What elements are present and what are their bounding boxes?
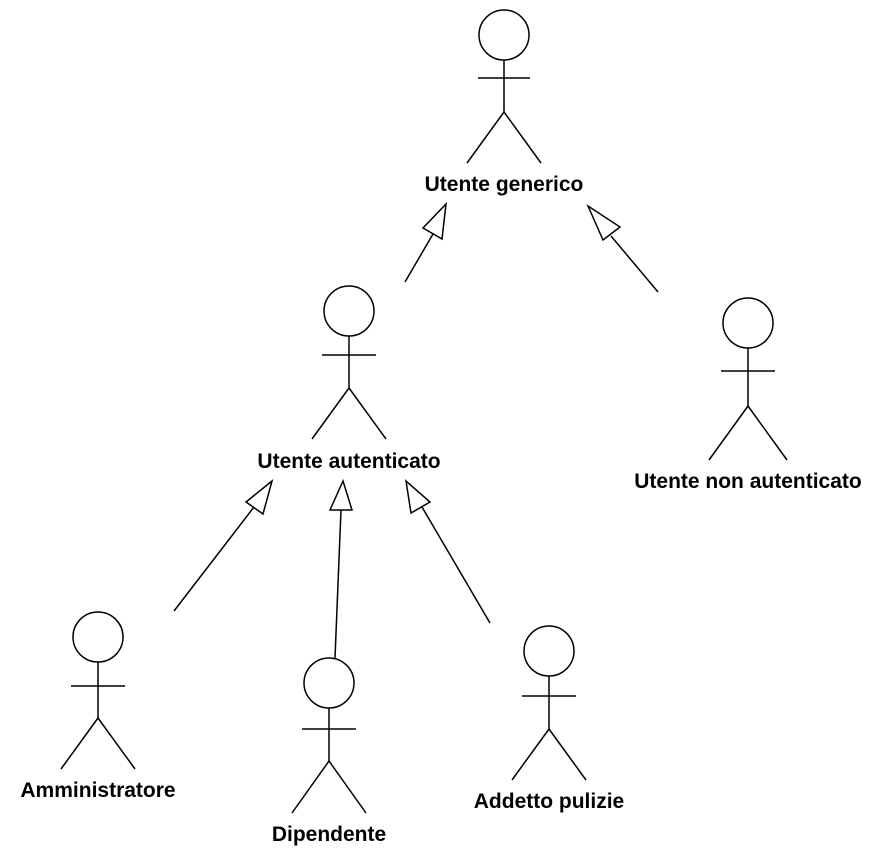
actor-label-utente-non-autenticato: Utente non autenticato: [634, 470, 862, 493]
generalization-autenticato-to-generico: [404, 201, 447, 283]
actor-label-dipendente: Dipendente: [272, 823, 386, 846]
actor-label-addetto-pulizie: Addetto pulizie: [474, 790, 625, 813]
stick-figure-icon: [291, 657, 367, 814]
actor-label-amministratore: Amministratore: [20, 779, 175, 802]
actor-utente-generico[interactable]: Utente generico: [425, 9, 584, 196]
actor-dipendente[interactable]: Dipendente: [272, 657, 386, 846]
actor-addetto-pulizie[interactable]: Addetto pulizie: [474, 625, 625, 813]
generalization-non-autenticato-to-generico: [586, 203, 659, 293]
generalization-addetto-to-autenticato: [404, 479, 491, 624]
stick-figure-icon: [60, 611, 136, 770]
generalization-dipendente-to-autenticato: [328, 478, 354, 659]
stick-figure-icon: [511, 625, 587, 781]
actor-utente-autenticato[interactable]: Utente autenticato: [257, 285, 441, 473]
actor-utente-non-autenticato[interactable]: Utente non autenticato: [634, 297, 862, 493]
generalization-amministratore-to-autenticato: [173, 478, 274, 612]
actor-amministratore[interactable]: Amministratore: [20, 611, 176, 802]
stick-figure-icon: [311, 285, 387, 440]
stick-figure-icon: [708, 297, 788, 461]
actor-label-utente-autenticato: Utente autenticato: [257, 450, 440, 473]
actor-label-utente-generico: Utente generico: [425, 173, 584, 196]
stick-figure-icon: [466, 9, 542, 164]
